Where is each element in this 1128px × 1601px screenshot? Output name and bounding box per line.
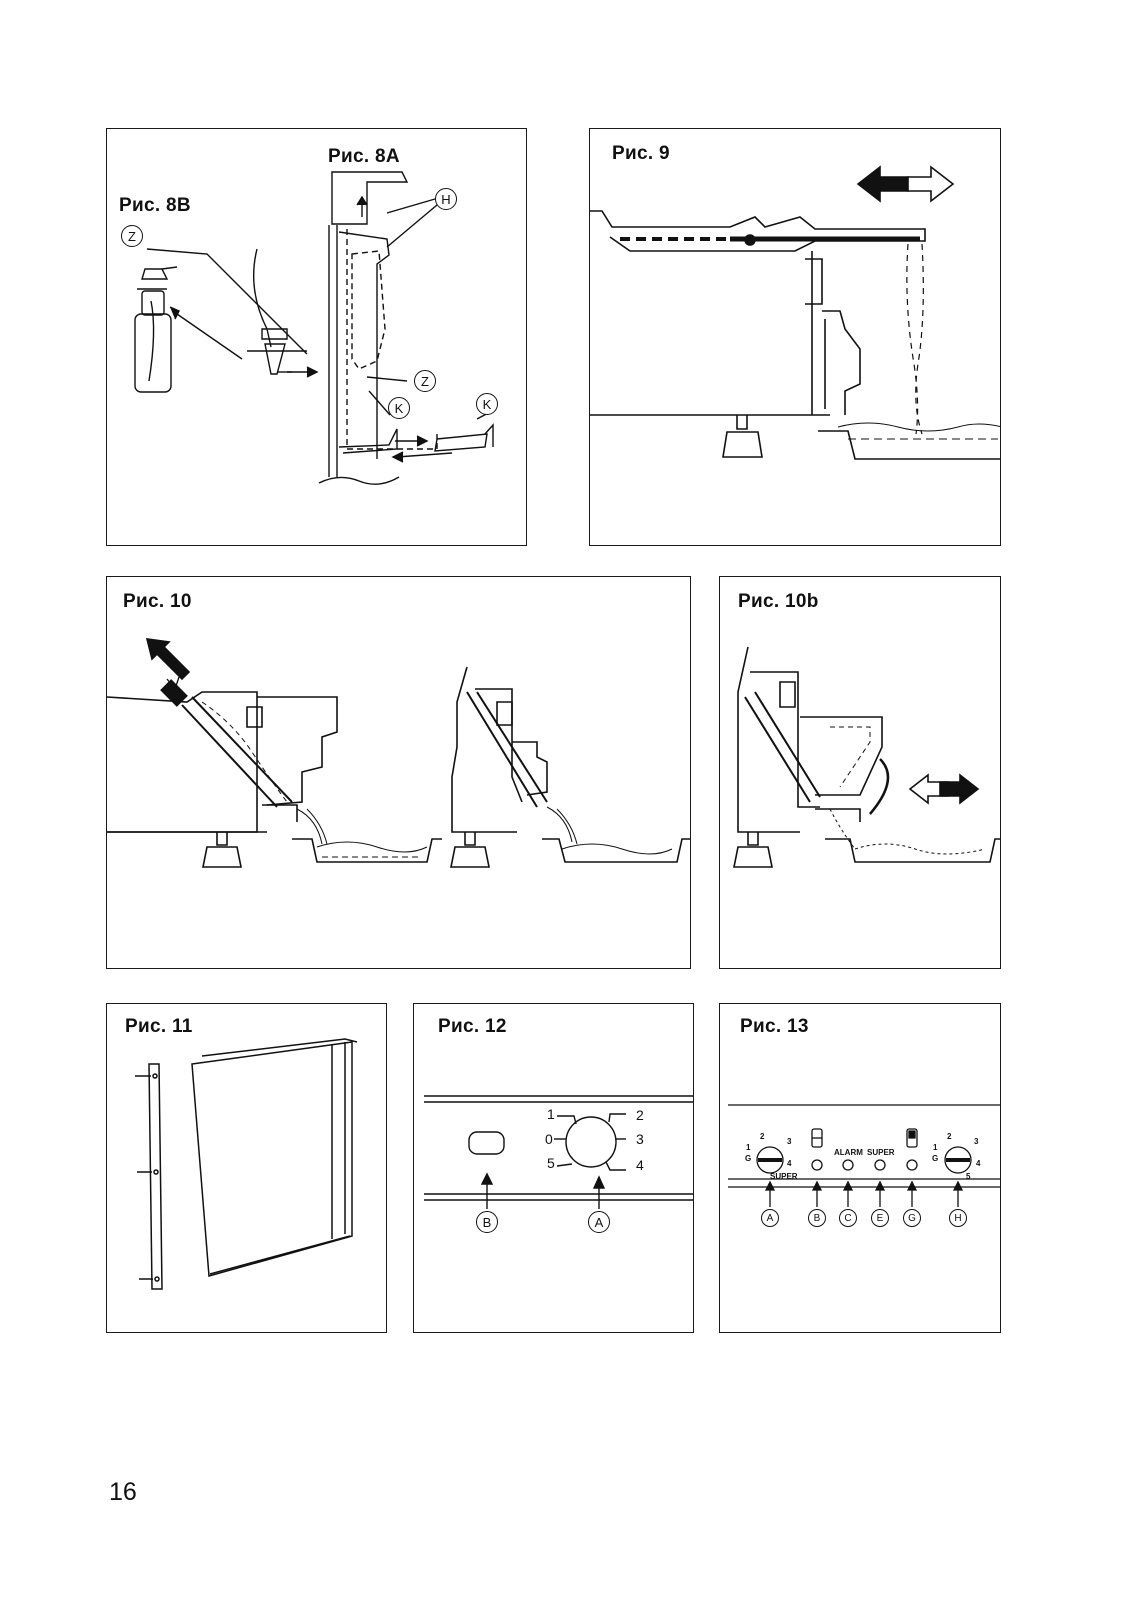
- callout-b: B: [808, 1209, 826, 1227]
- dial-mark-3: 3: [636, 1131, 644, 1147]
- right-dial-mark-1: 1: [933, 1143, 938, 1152]
- alarm-label: ALARM: [834, 1148, 863, 1157]
- right-dial-mark-5: 5: [966, 1172, 971, 1181]
- callout-a: A: [588, 1211, 610, 1233]
- figure-8-drawing: [134, 171, 494, 485]
- left-dial-mark-4: 4: [787, 1159, 792, 1168]
- right-dial-mark-2: 2: [947, 1132, 952, 1141]
- figure-10b-drawing: [733, 646, 1000, 868]
- callout-z-right: Z: [414, 370, 436, 392]
- dial-mark-5: 5: [547, 1155, 555, 1171]
- figure-11-caption: Рис. 11: [125, 1016, 193, 1037]
- figure-10: Рис. 10: [106, 576, 691, 969]
- figure-9: Рис. 9: [589, 128, 1001, 546]
- figure-10b-caption: Рис. 10b: [738, 591, 819, 612]
- figure-12-caption: Рис. 12: [438, 1016, 507, 1037]
- figure-11-drawing: [135, 1038, 358, 1290]
- figure-10b: Рис. 10b: [719, 576, 1001, 969]
- callout-k-left: K: [388, 397, 410, 419]
- figure-13-drawing: [728, 1104, 1000, 1207]
- figure-10-drawing: [107, 638, 690, 868]
- figure-8a-caption: Рис. 8A: [328, 146, 400, 167]
- callout-h: H: [435, 188, 457, 210]
- figure-13: Рис. 13 G 1 2 3 4 SUPER ALARM SUPER G 1 …: [719, 1003, 1001, 1333]
- figure-13-caption: Рис. 13: [740, 1016, 809, 1037]
- figure-12: Рис. 12 1 0 5 2 3 4 B A: [413, 1003, 694, 1333]
- callout-a: A: [761, 1209, 779, 1227]
- dial-mark-2: 2: [636, 1107, 644, 1123]
- figure-8: Рис. 8A Рис. 8B H Z Z K K: [106, 128, 527, 546]
- callout-b: B: [476, 1211, 498, 1233]
- callout-h: H: [949, 1209, 967, 1227]
- callout-z-left: Z: [121, 225, 143, 247]
- dial-mark-0: 0: [545, 1131, 553, 1147]
- right-dial-mark-3: 3: [974, 1137, 979, 1146]
- callout-g: G: [903, 1209, 921, 1227]
- super-label: SUPER: [867, 1148, 895, 1157]
- figure-10-caption: Рис. 10: [123, 591, 192, 612]
- left-dial-mark-1: 1: [746, 1143, 751, 1152]
- right-dial-mark-g: G: [932, 1154, 939, 1163]
- callout-e: E: [871, 1209, 889, 1227]
- dial-mark-4: 4: [636, 1157, 644, 1173]
- page-number: 16: [109, 1478, 137, 1506]
- figure-9-caption: Рис. 9: [612, 143, 670, 164]
- figure-11: Рис. 11: [106, 1003, 387, 1333]
- right-dial-mark-4: 4: [976, 1159, 981, 1168]
- figure-12-drawing: [424, 1095, 693, 1209]
- left-dial-mark-g: G: [745, 1154, 752, 1163]
- left-dial-mark-2: 2: [760, 1132, 765, 1141]
- figure-8b-caption: Рис. 8B: [119, 195, 191, 216]
- left-dial-mark-3: 3: [787, 1137, 792, 1146]
- dial-mark-1: 1: [547, 1106, 555, 1122]
- left-dial-super-label: SUPER: [770, 1172, 798, 1181]
- figure-9-drawing: [590, 165, 1000, 460]
- callout-k-right: K: [476, 393, 498, 415]
- callout-c: C: [839, 1209, 857, 1227]
